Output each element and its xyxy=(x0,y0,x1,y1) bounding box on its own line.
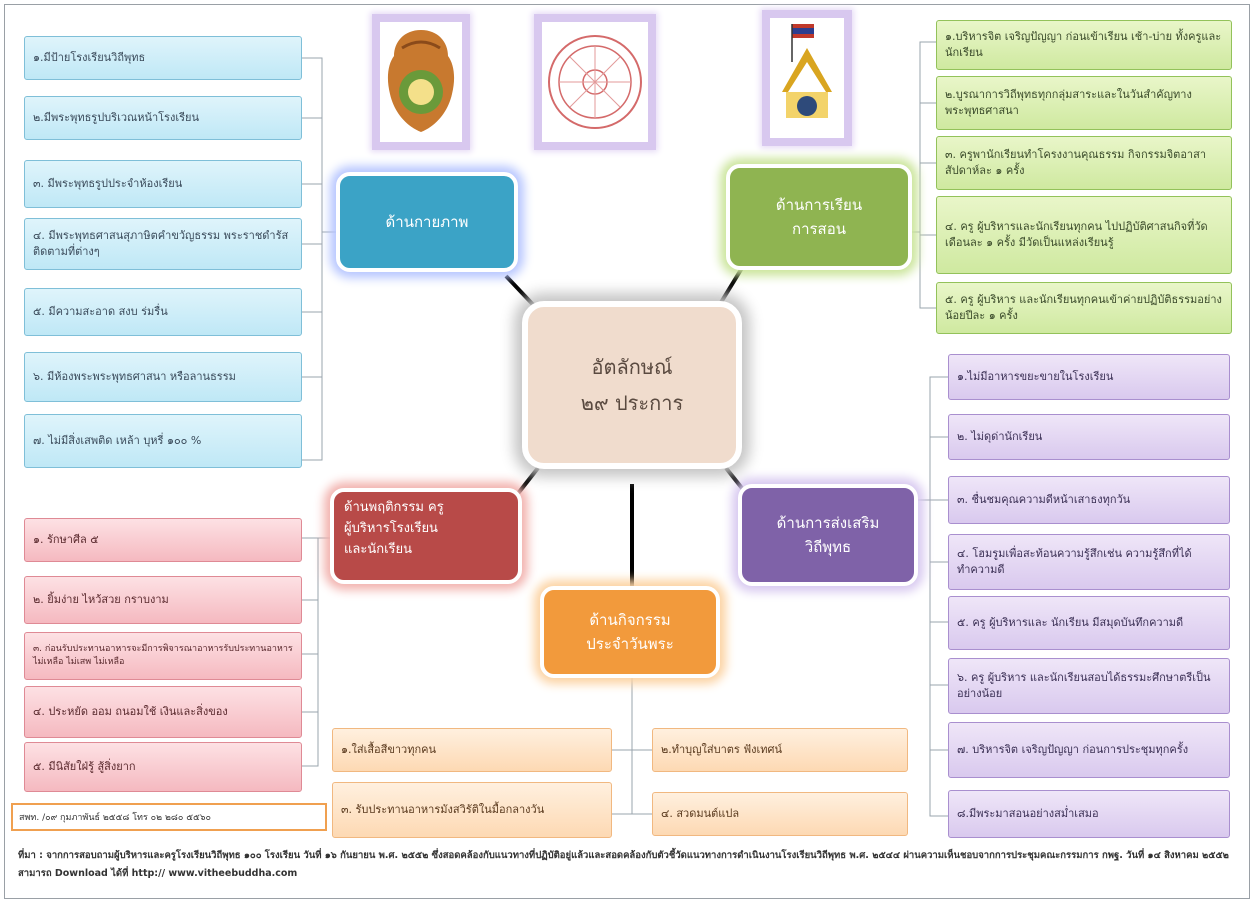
bracket-lines xyxy=(302,41,948,817)
credit-box: สพท. /๐๙ กุมภาพันธ์ ๒๕๕๘ โทร ๐๒ ๒๘๐ ๕๕๖๐ xyxy=(11,803,327,831)
category-learning: ด้านการเรียน การสอน xyxy=(726,164,912,270)
category-behavior: ด้านพฤติกรรม ครู ผู้บริหารโรงเรียน และนั… xyxy=(330,488,522,584)
physical-item-1: ๑.มีป้ายโรงเรียนวิถีพุทธ xyxy=(24,36,302,80)
center-identity: อัตลักษณ์ ๒๙ ประการ xyxy=(522,301,742,469)
dharma-wheel-seal-icon xyxy=(548,35,642,129)
promotion-item-1: ๑.ไม่มีอาหารขยะขายในโรงเรียน xyxy=(948,354,1230,400)
learning-item-4: ๔. ครู ผู้บริหารและนักเรียนทุกคน ไปปฏิบั… xyxy=(936,196,1232,274)
page-frame xyxy=(4,4,1250,899)
source-note: ที่มา : จากการสอบถามผู้บริหารและครูโรงเร… xyxy=(18,850,1229,880)
spoke-learning xyxy=(718,266,744,306)
promotion-item-4: ๔. โฮมรูมเพื่อสะท้อนความรู้สึกเช่น ความร… xyxy=(948,534,1230,590)
behavior-item-1: ๑. รักษาศีล ๕ xyxy=(24,518,302,562)
promotion-item-2: ๒. ไม่ดุด่านักเรียน xyxy=(948,414,1230,460)
promotion-item-5: ๕. ครู ผู้บริหารและ นักเรียน มีสมุดบันทึ… xyxy=(948,596,1230,650)
learning-item-5: ๕. ครู ผู้บริหาร และนักเรียนทุกคนเข้าค่า… xyxy=(936,282,1232,334)
holyday-item-3: ๓. รับประทานอาหารมังสวิรัติในมื้อกลางวัน xyxy=(332,782,612,838)
logo-obec xyxy=(372,14,470,150)
spoke-behavior xyxy=(514,466,540,498)
learning-item-3: ๓. ครูพานักเรียนทำโครงงานคุณธรรม กิจกรรม… xyxy=(936,136,1232,190)
category-promotion: ด้านการส่งเสริม วิถีพุทธ xyxy=(738,484,918,586)
promotion-item-3: ๓. ชื่นชมคุณความดีหน้าเสาธงทุกวัน xyxy=(948,476,1230,524)
behavior-item-5: ๕. มีนิสัยใฝ่รู้ สู้สิ่งยาก xyxy=(24,742,302,792)
learning-item-1: ๑.บริหารจิต เจริญปัญญา ก่อนเข้าเรียน เช้… xyxy=(936,20,1232,70)
physical-item-3: ๓. มีพระพุทธรูปประจำห้องเรียน xyxy=(24,160,302,208)
physical-item-5: ๕. มีความสะอาด สงบ ร่มรื่น xyxy=(24,288,302,336)
physical-item-7: ๗. ไม่มีสิ่งเสพติด เหล้า บุหรี่ ๑๐๐ % xyxy=(24,414,302,468)
learning-item-2: ๒.บูรณาการวิถีพุทธทุกกลุ่มสาระและในวันสำ… xyxy=(936,76,1232,130)
behavior-item-2: ๒. ยิ้มง่าย ไหว้สวย กราบงาม xyxy=(24,576,302,624)
logo-dharma-seal xyxy=(534,14,656,150)
promotion-item-7: ๗. บริหารจิต เจริญปัญญา ก่อนการประชุมทุก… xyxy=(948,722,1230,778)
behavior-item-4: ๔. ประหยัด ออม ถนอมใช้ เงินและสิ่งของ xyxy=(24,686,302,738)
promotion-item-8: ๘.มีพระมาสอนอย่างสม่ำเสมอ xyxy=(948,790,1230,838)
thai-flag-pavilion-emblem-icon xyxy=(782,24,832,118)
physical-item-2: ๒.มีพระพุทธรูปบริเวณหน้าโรงเรียน xyxy=(24,96,302,140)
promotion-item-6: ๖. ครู ผู้บริหาร และนักเรียนสอบได้ธรรมะศ… xyxy=(948,658,1230,714)
holyday-item-1: ๑.ใส่เสื้อสีขาวทุกคน xyxy=(332,728,612,772)
physical-item-6: ๖. มีห้องพระพระพุทธศาสนา หรือลานธรรม xyxy=(24,352,302,402)
physical-item-4: ๔. มีพระพุทธศาสนสุภาษิตคำขวัญธรรม พระราช… xyxy=(24,218,302,270)
category-holyday: ด้านกิจกรรม ประจำวันพระ xyxy=(540,586,720,678)
holyday-item-4: ๔. สวดมนต์แปล xyxy=(652,792,908,836)
category-physical: ด้านกายภาพ xyxy=(336,172,518,272)
logo-pavilion xyxy=(762,10,852,146)
holyday-item-2: ๒.ทำบุญใส่บาตร ฟังเทศน์ xyxy=(652,728,908,772)
behavior-item-3: ๓. ก่อนรับประทานอาหารจะมีการพิจารณาอาหาร… xyxy=(24,632,302,680)
obec-emblem-icon xyxy=(387,30,455,132)
